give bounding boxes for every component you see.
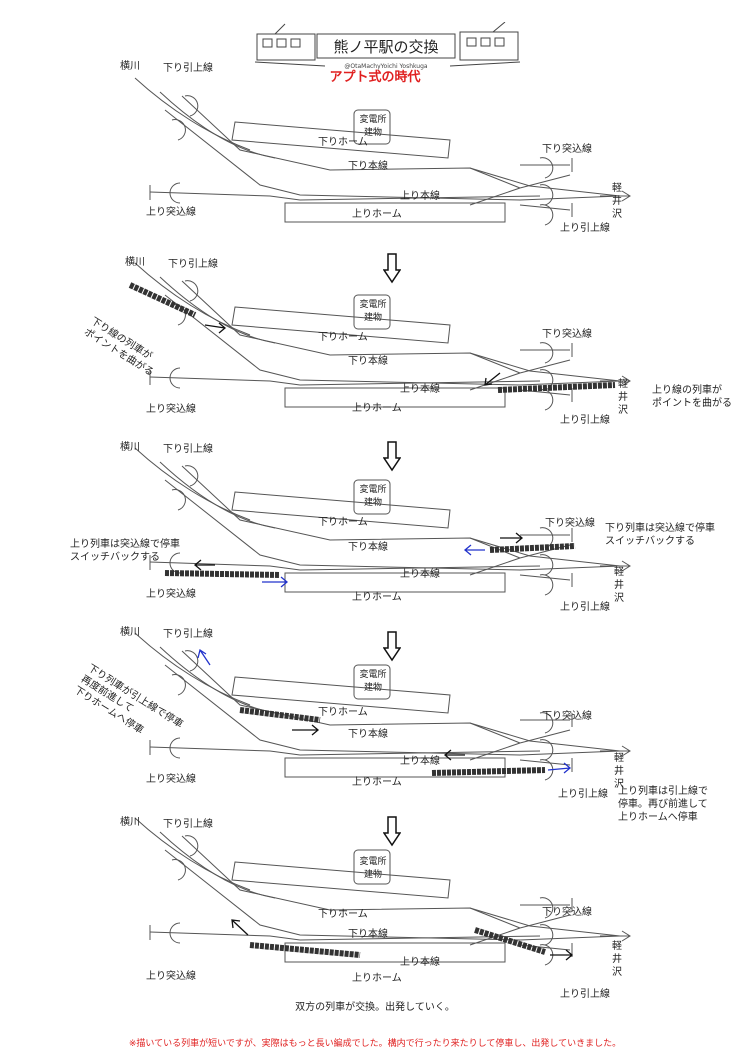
label-down-escape: 下り突込線: [542, 907, 592, 918]
train-up: [474, 927, 546, 955]
label-up-home: 上りホーム: [352, 209, 402, 220]
label-down-main: 下り本線: [348, 929, 388, 940]
train-up: [497, 382, 616, 393]
note-p2-right: 上り線の列車が ポイントを曲がる: [652, 385, 732, 409]
label-down-main: 下り本線: [348, 356, 388, 367]
label-down-escape: 下り突込線: [542, 144, 592, 155]
train-down: [128, 282, 197, 318]
label-karuizawa: 軽井沢: [612, 941, 622, 978]
label-up-pull: 上り引上線: [560, 989, 610, 1000]
panel-2: [128, 262, 631, 411]
label-substation: 変電所建物: [359, 115, 387, 138]
label-down-escape: 下り突込線: [542, 711, 592, 722]
train-down: [489, 543, 576, 553]
label-up-escape: 上り突込線: [146, 207, 196, 218]
label-yokokawa: 横川: [120, 627, 140, 638]
final-caption: 双方の列車が交換。出発していく。: [295, 1002, 455, 1013]
train-down: [239, 707, 321, 723]
label-up-pull: 上り引上線: [560, 415, 610, 426]
label-yokokawa: 横川: [120, 442, 140, 453]
label-down-home: 下りホーム: [318, 707, 368, 718]
label-up-home: 上りホーム: [352, 973, 402, 984]
label-substation: 変電所建物: [359, 485, 387, 508]
label-up-main: 上り本線: [400, 384, 440, 395]
label-up-escape: 上り突込線: [146, 971, 196, 982]
label-substation: 変電所建物: [359, 300, 387, 323]
label-up-escape: 上り突込線: [146, 589, 196, 600]
label-yokokawa: 横川: [120, 61, 140, 72]
footnote: ※描いている列車が短いですが、実際はもっと長い編成でした。構内で行ったり来たりし…: [128, 1039, 622, 1049]
label-up-home: 上りホーム: [352, 592, 402, 603]
label-down-main: 下り本線: [348, 542, 388, 553]
label-up-pull: 上り引上線: [558, 789, 608, 800]
label-karuizawa: 軽井沢: [614, 753, 624, 790]
down-arrow-icon: [383, 441, 401, 472]
label-karuizawa: 軽井沢: [612, 183, 622, 220]
label-down-pull: 下り引上線: [163, 63, 213, 74]
label-up-pull: 上り引上線: [560, 602, 610, 613]
label-down-escape: 下り突込線: [545, 518, 595, 529]
down-arrow-icon: [383, 631, 401, 662]
label-up-home: 上りホーム: [352, 777, 402, 788]
train-up: [164, 570, 281, 578]
note-p3-right: 下り列車は突込線で停車 スイッチバックする: [605, 523, 715, 547]
panel-3: [134, 447, 631, 596]
label-down-pull: 下り引上線: [168, 259, 218, 270]
label-substation: 変電所建物: [359, 857, 387, 880]
panel-4: [134, 632, 631, 781]
label-up-main: 上り本線: [400, 191, 440, 202]
down-arrow-icon: [383, 253, 401, 284]
label-up-pull: 上り引上線: [560, 223, 610, 234]
down-arrow-icon: [383, 816, 401, 847]
label-yokokawa: 横川: [120, 817, 140, 828]
label-up-main: 上り本線: [400, 957, 440, 968]
label-down-main: 下り本線: [348, 161, 388, 172]
label-up-escape: 上り突込線: [146, 404, 196, 415]
label-down-pull: 下り引上線: [163, 444, 213, 455]
label-up-main: 上り本線: [400, 756, 440, 767]
track-diagrams: [128, 77, 631, 966]
note-p4-right: 上り列車は引上線で 停車。再び前進して 上りホームへ停車: [618, 786, 708, 823]
train-up: [431, 767, 546, 776]
label-down-home: 下りホーム: [318, 137, 368, 148]
label-up-escape: 上り突込線: [146, 774, 196, 785]
label-down-home: 下りホーム: [318, 517, 368, 528]
credit-text: @OtaMachyYoichi Yoshkuga: [344, 63, 428, 70]
label-down-pull: 下り引上線: [163, 819, 213, 830]
label-down-main: 下り本線: [348, 729, 388, 740]
era-title: アプト式の時代: [329, 70, 421, 85]
label-up-home: 上りホーム: [352, 403, 402, 414]
note-p3-left: 上り列車は突込線で停車 スイッチバックする: [70, 539, 180, 563]
panel-5: [134, 817, 631, 966]
train-down: [249, 942, 361, 958]
label-yokokawa: 横川: [125, 257, 145, 268]
label-substation: 変電所建物: [359, 670, 387, 693]
title-text: 熊ノ平駅の交換: [333, 38, 438, 56]
label-down-home: 下りホーム: [318, 332, 368, 343]
label-karuizawa: 軽井沢: [618, 379, 628, 416]
label-down-pull: 下り引上線: [163, 629, 213, 640]
label-down-home: 下りホーム: [318, 909, 368, 920]
label-down-escape: 下り突込線: [542, 329, 592, 340]
label-up-main: 上り本線: [400, 569, 440, 580]
label-karuizawa: 軽井沢: [614, 567, 624, 604]
title-banner: 熊ノ平駅の交換 @OtaMachyYoichi Yoshkuga: [254, 21, 521, 70]
